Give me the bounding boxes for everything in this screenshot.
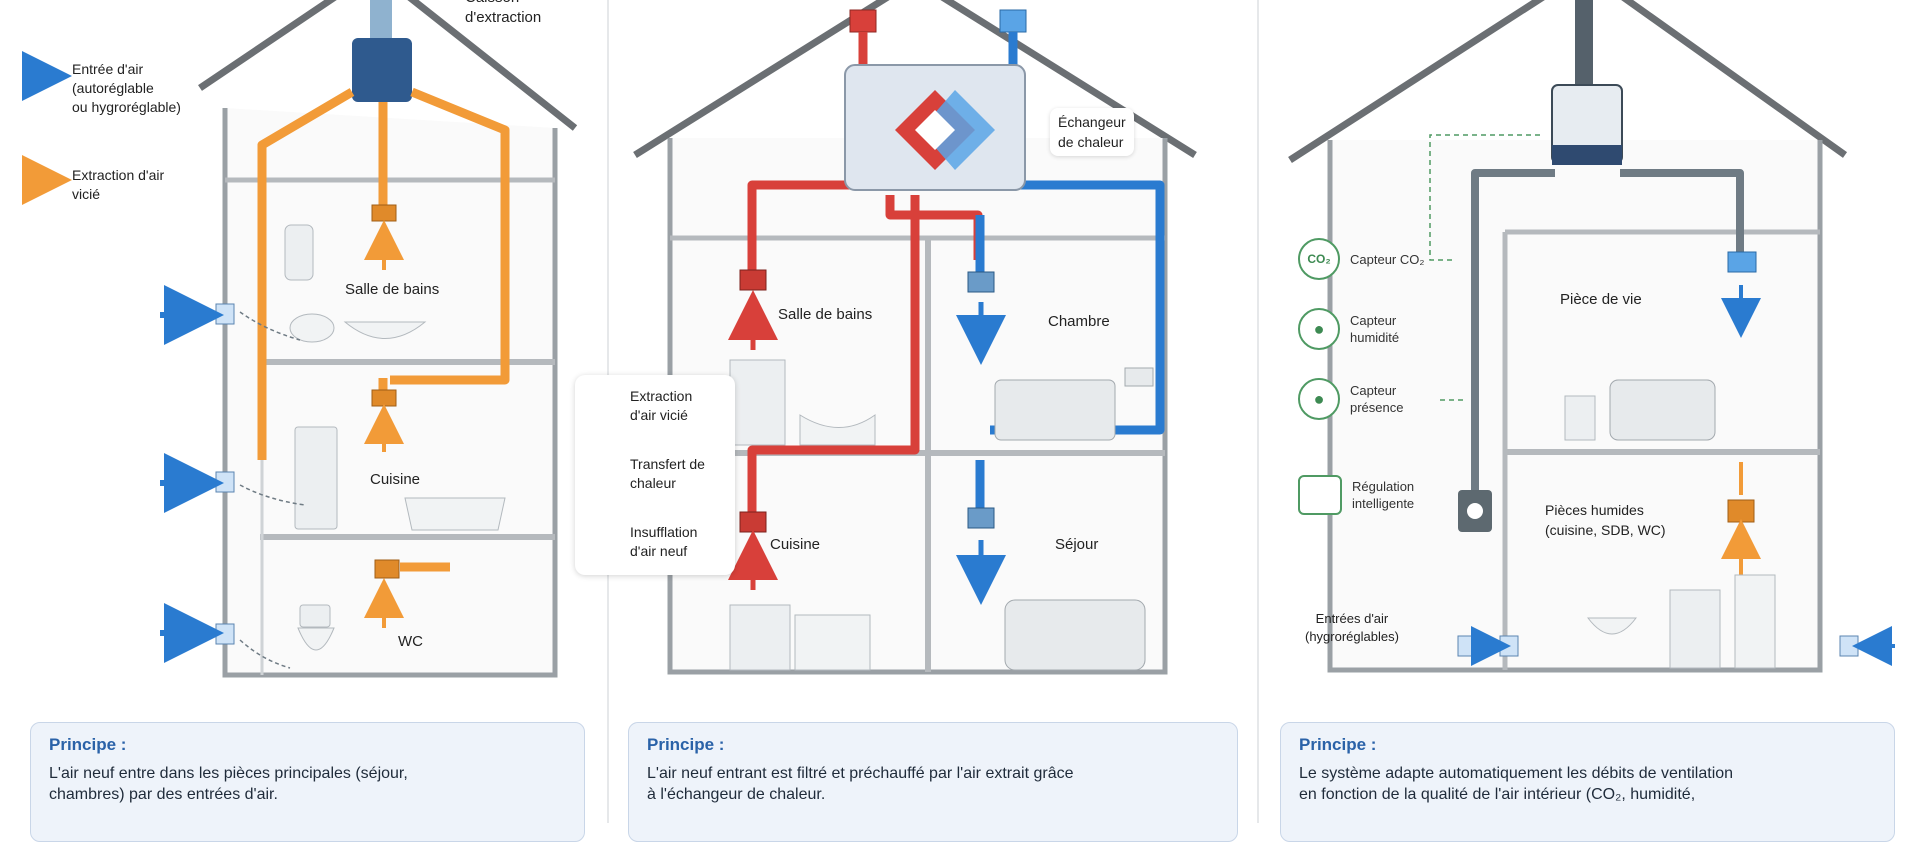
ventilation-diagram: Caisson d'extraction Entrée d'air (autor…	[22, 0, 1895, 842]
sensor-presence: ● Capteur présence	[1298, 378, 1403, 420]
legend-card-2	[575, 375, 735, 575]
air-inlet-2	[215, 471, 235, 493]
room-bedroom-2: Chambre	[1048, 313, 1110, 330]
room-kitchen-2: Cuisine	[770, 536, 821, 553]
room-bathroom-2: Salle de bains	[778, 306, 873, 323]
legend-supply-blue: Insufflation d'air neuf	[630, 524, 698, 559]
roof-1	[198, 0, 578, 131]
principe-title-3: Principe :	[1299, 735, 1377, 754]
principe-text-3: Le système adapte automatiquement les dé…	[1299, 765, 1734, 803]
sensor-humidity: ● Capteur humidité	[1298, 308, 1399, 350]
principe-title-1: Principe :	[49, 735, 127, 754]
co2-icon: CO₂	[1298, 238, 1340, 280]
house-1	[22, 0, 578, 678]
house-2	[584, 0, 1197, 675]
principe-text-1: L'air neuf entre dans les pièces princip…	[49, 765, 408, 803]
principe-title-2: Principe :	[647, 735, 725, 754]
extraction-box	[352, 38, 412, 102]
presence-icon: ●	[1298, 378, 1340, 420]
extract-ducts-1	[257, 87, 510, 572]
room-bathroom-1: Salle de bains	[345, 281, 440, 298]
regulation-icon	[1298, 475, 1342, 515]
air-inlet-3	[215, 623, 235, 645]
room-living-3: Pièce de vie	[1560, 291, 1642, 308]
humidity-icon: ●	[1298, 308, 1340, 350]
legend-extraction: Extraction d'air vicié	[72, 167, 165, 202]
roof-2	[633, 0, 1197, 158]
house-3	[1288, 0, 1895, 673]
principe-box-2: Principe : L'air neuf entrant est filtré…	[628, 722, 1238, 842]
room-wet-3: Pièces humides (cuisine, SDB, WC)	[1545, 502, 1666, 538]
extraction-box-label: Caisson d'extraction	[465, 0, 542, 26]
room-kitchen-1: Cuisine	[370, 471, 421, 488]
smart-ducts	[1471, 169, 1744, 490]
sensor-regulation: Régulation intelligente	[1298, 475, 1414, 515]
roof-3	[1288, 0, 1848, 163]
air-inlets-label: Entrées d'air (hygroréglables)	[1305, 611, 1399, 644]
air-inlet-1	[215, 303, 235, 325]
exchanger-label: Échangeur de chaleur	[1050, 108, 1134, 156]
chimney-1	[370, 0, 392, 40]
legend-heat-transfer: Transfert de chaleur	[630, 456, 705, 491]
room-living-2: Séjour	[1055, 536, 1099, 553]
room-wc-1: WC	[398, 633, 423, 650]
principe-box-1: Principe : L'air neuf entre dans les piè…	[30, 722, 585, 842]
principe-text-2: L'air neuf entrant est filtré et préchau…	[647, 765, 1074, 803]
diagram-canvas	[22, 0, 1895, 823]
sensor-co2: CO₂ Capteur CO₂	[1298, 238, 1424, 280]
legend-air-inlet: Entrée d'air (autoréglable ou hygrorégla…	[72, 61, 181, 115]
legend-extract-red: Extraction d'air vicié	[630, 388, 693, 423]
principe-box-3: Principe : Le système adapte automatique…	[1280, 722, 1895, 842]
